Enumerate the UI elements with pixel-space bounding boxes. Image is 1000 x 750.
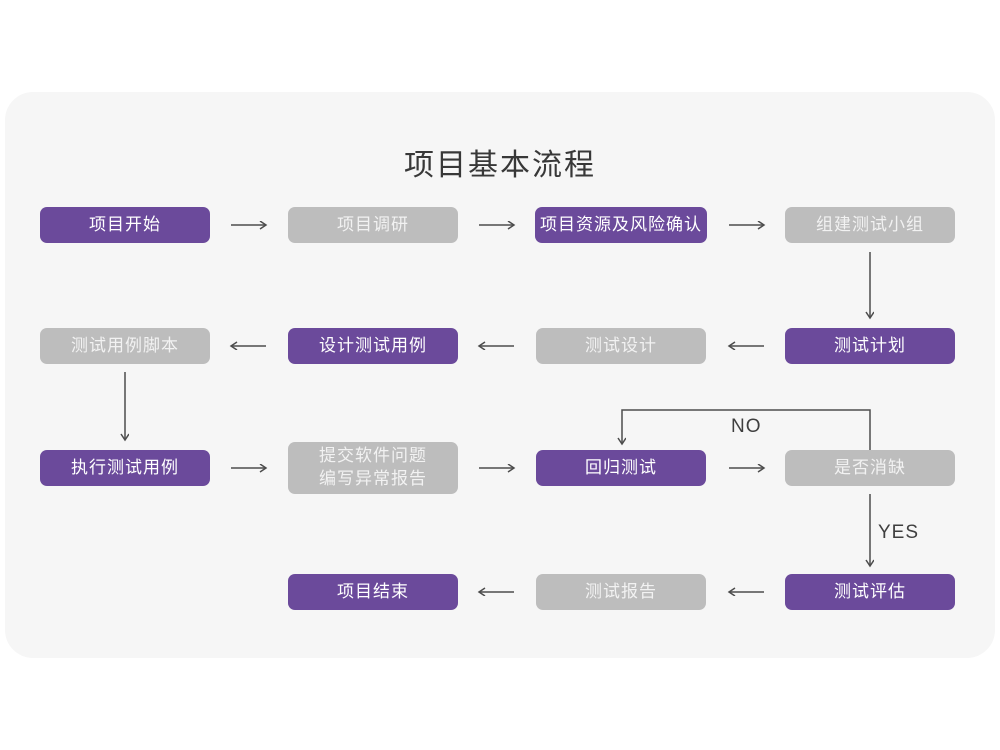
node-resources-risk-confirm: 项目资源及风险确认: [535, 207, 707, 243]
flowchart-card: [5, 92, 995, 658]
node-submit-issues-report: 提交软件问题 编写异常报告: [288, 442, 458, 494]
node-project-start: 项目开始: [40, 207, 210, 243]
node-project-research: 项目调研: [288, 207, 458, 243]
node-design-test-cases: 设计测试用例: [288, 328, 458, 364]
node-test-evaluation: 测试评估: [785, 574, 955, 610]
node-test-report: 测试报告: [536, 574, 706, 610]
page-title: 项目基本流程: [404, 149, 596, 182]
node-regression-test: 回归测试: [536, 450, 706, 486]
node-test-plan: 测试计划: [785, 328, 955, 364]
node-defect-cleared-check: 是否消缺: [785, 450, 955, 486]
node-test-design: 测试设计: [536, 328, 706, 364]
node-project-end: 项目结束: [288, 574, 458, 610]
node-test-case-script: 测试用例脚本: [40, 328, 210, 364]
edge-label-no: NO: [731, 416, 762, 437]
node-build-test-team: 组建测试小组: [785, 207, 955, 243]
edge-label-yes: YES: [878, 522, 920, 543]
node-execute-test-cases: 执行测试用例: [40, 450, 210, 486]
